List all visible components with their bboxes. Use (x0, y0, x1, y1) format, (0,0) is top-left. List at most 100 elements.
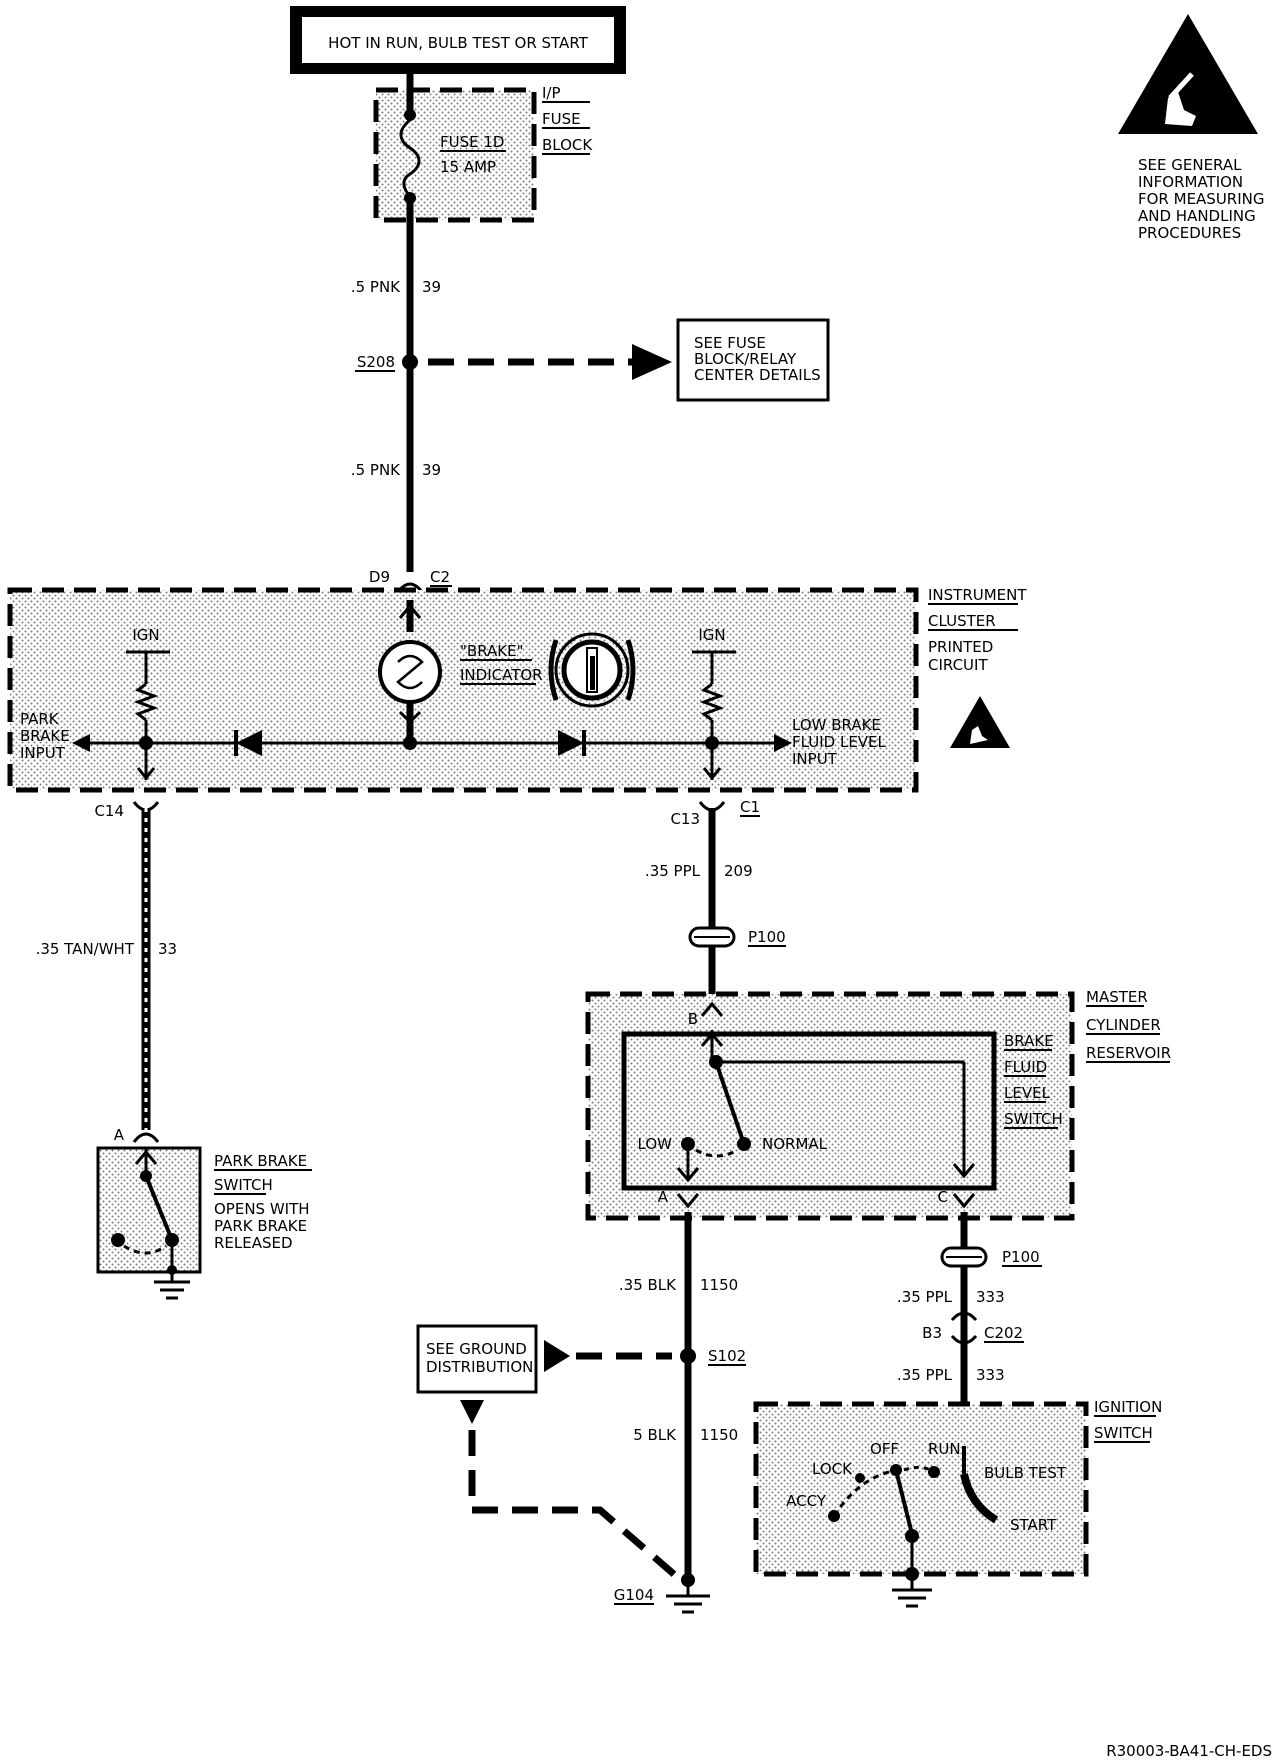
connector-label: P100 (1002, 1248, 1040, 1266)
connector-label: C202 (984, 1324, 1023, 1342)
connector-label: D9 (369, 568, 390, 586)
wire-gauge-label: .35 PPL (897, 1366, 953, 1384)
power-source-box: HOT IN RUN, BULB TEST OR START (290, 6, 626, 74)
fluid-switch-blade (714, 1061, 746, 1145)
switch-label-line: FLUID (1004, 1058, 1047, 1076)
note-line: CENTER DETAILS (694, 366, 821, 384)
esd-note-line: PROCEDURES (1138, 224, 1241, 242)
pb-title-line: SWITCH (214, 1176, 273, 1194)
brake-indicator-label: INDICATOR (460, 666, 543, 684)
ignition-switch-box (753, 1401, 1089, 1577)
note-line: SEE GROUND (426, 1340, 527, 1358)
esd-note-line: SEE GENERAL (1138, 156, 1242, 174)
splice-s102 (680, 1348, 696, 1364)
ignition-position-accy: ACCY (786, 1492, 827, 1510)
master-cylinder-box (585, 991, 1075, 1221)
park-brake-input-label: BRAKE (20, 727, 70, 745)
wire-circuit-label: 33 (158, 940, 177, 958)
fuse-block-box (373, 87, 537, 223)
pin-label: A (658, 1188, 669, 1206)
fuse-terminal-top (404, 109, 416, 121)
arrow-left-icon (72, 734, 90, 752)
connector-label: B3 (922, 1324, 942, 1342)
power-source-label: HOT IN RUN, BULB TEST OR START (328, 34, 588, 52)
arrow-down-icon (460, 1400, 484, 1424)
wire-circuit-label: 39 (422, 461, 441, 479)
cluster-title-line: CIRCUIT (928, 656, 988, 674)
esd-note: SEE GENERAL INFORMATION FOR MEASURING AN… (1138, 156, 1265, 242)
wire-gauge-label: .35 TAN/WHT (36, 940, 135, 958)
wire-gauge-label: .5 PNK (351, 461, 401, 479)
cluster-title-line: CLUSTER (928, 612, 996, 630)
instrument-cluster-box (7, 587, 919, 793)
fuse-block-title-line: BLOCK (542, 136, 593, 154)
ignition-position-start: START (1010, 1516, 1057, 1534)
fuse-relay-note-box (676, 318, 830, 402)
low-fluid-input-label: INPUT (792, 750, 838, 768)
drawing-code: R30003-BA41-CH-EDS (1106, 1742, 1272, 1760)
wire-gauge-label: .35 PPL (645, 862, 701, 880)
master-cylinder-title: MASTER CYLINDER RESERVOIR (1086, 988, 1171, 1063)
pin-label: C (938, 1188, 948, 1206)
start-contact-icon (960, 1473, 999, 1524)
ign-title-line: IGNITION (1094, 1398, 1162, 1416)
mc-title-line: MASTER (1086, 988, 1148, 1006)
pb-note-line: OPENS WITH (214, 1200, 310, 1218)
esd-note-line: FOR MEASURING (1138, 190, 1265, 208)
wire-circuit-label: 333 (976, 1366, 1005, 1384)
switch-position-low: LOW (638, 1135, 673, 1153)
arrow-left-icon (544, 1340, 570, 1372)
park-brake-switch-blade (144, 1175, 174, 1241)
wire-circuit-label: 1150 (700, 1426, 738, 1444)
park-brake-switch-label: PARK BRAKE SWITCH OPENS WITH PARK BRAKE … (214, 1152, 312, 1252)
fuse-name: FUSE 1D (440, 133, 504, 151)
fuse-element-icon (399, 118, 421, 198)
ground-label: G104 (614, 1586, 654, 1604)
note-line: DISTRIBUTION (426, 1358, 533, 1376)
splice-s208 (402, 354, 418, 370)
wire-circuit-label: 209 (724, 862, 753, 880)
fluid-switch-label: BRAKE FLUID LEVEL SWITCH (1004, 1032, 1063, 1129)
switch-label-line: SWITCH (1004, 1110, 1063, 1128)
fluid-switch-frame (621, 1031, 997, 1191)
splice-label: S208 (357, 353, 395, 371)
dashed-ground-line (468, 1430, 679, 1579)
note-line: BLOCK/RELAY (694, 350, 797, 368)
connector-label: C14 (94, 802, 124, 820)
park-brake-input-label: INPUT (20, 744, 66, 762)
arrow-right-icon (774, 734, 792, 752)
fuse-rating: 15 AMP (440, 158, 496, 176)
ground-g104-icon (666, 1580, 710, 1614)
ign-right-label: IGN (698, 626, 725, 644)
diode-right-icon (558, 730, 584, 756)
ground-icon (892, 1567, 932, 1608)
fuse-block-title-line: FUSE (542, 110, 581, 128)
wire-circuit-label: 39 (422, 278, 441, 296)
low-fluid-input-label: FLUID LEVEL (792, 733, 887, 751)
ign-left-label: IGN (132, 626, 159, 644)
arrow-right-icon (632, 344, 672, 380)
connector-icon (950, 1311, 978, 1322)
ignition-switch-blade (894, 1469, 914, 1535)
esd-note-line: AND HANDLING (1138, 207, 1256, 225)
connector-label: C1 (740, 798, 760, 816)
brake-indicator-label: "BRAKE" (460, 642, 523, 660)
fuse-block-title-line: I/P (542, 84, 561, 102)
pb-title-line: PARK BRAKE (214, 1152, 307, 1170)
switch-label-line: BRAKE (1004, 1032, 1054, 1050)
connector-icon (132, 1132, 160, 1143)
ign-title-line: SWITCH (1094, 1424, 1153, 1442)
connector-label: C2 (430, 568, 450, 586)
pin-label: A (114, 1126, 125, 1144)
inline-connector-p100-icon (688, 926, 736, 948)
wire-gauge-label: .35 PPL (897, 1288, 953, 1306)
brake-warning-symbol-icon (548, 632, 636, 708)
cluster-title-line: PRINTED (928, 638, 993, 656)
pb-note-line: RELEASED (214, 1234, 293, 1252)
cluster-title-line: INSTRUMENT (928, 586, 1027, 604)
switch-position-normal: NORMAL (762, 1135, 828, 1153)
wire-gauge-label: 5 BLK (633, 1426, 677, 1444)
note-line: SEE FUSE (694, 334, 766, 352)
splice-label: S102 (708, 1347, 746, 1365)
